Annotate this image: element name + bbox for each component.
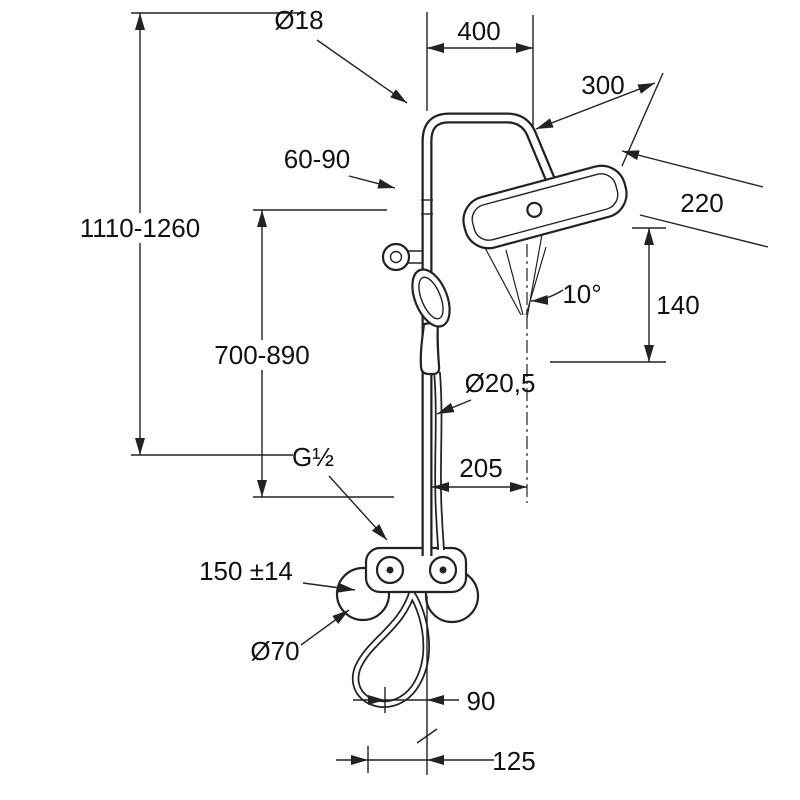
dim-base-offset: 125 <box>336 746 536 776</box>
dim-escutcheon-diameter: Ø70 <box>250 609 350 666</box>
dim-head-drop: 140 <box>550 227 700 363</box>
overhead-shower-head <box>462 164 628 250</box>
knob-dot-left <box>386 566 394 574</box>
mixer-body <box>364 546 468 594</box>
arm-reach-label: 400 <box>457 16 500 46</box>
hand-shower-handle <box>419 320 441 376</box>
wall-bracket <box>381 242 426 272</box>
break-slash <box>416 728 438 744</box>
hand-shower <box>411 268 451 376</box>
inlet-spacing-label: 150 ±14 <box>199 556 293 586</box>
connection-thread-label: G½ <box>292 442 334 472</box>
upper-pipe-diameter-label: Ø18 <box>274 5 323 35</box>
dim-wall-distance: 60-90 <box>284 144 396 189</box>
dim-hose-offset: 90 <box>353 686 495 716</box>
riser-diameter-label: Ø20,5 <box>465 368 536 398</box>
dim-connection-thread: G½ <box>292 442 388 541</box>
spray-fan <box>482 243 547 316</box>
shower-hose-upper <box>433 371 445 551</box>
head-width-label: 220 <box>680 188 723 218</box>
hand-shower-head <box>411 268 451 328</box>
spray-angle-label: 10° <box>562 279 601 309</box>
axis-lines <box>526 196 547 503</box>
dim-riser-diameter: Ø20,5 <box>436 368 536 415</box>
base-offset-label: 125 <box>492 746 535 776</box>
bottom-axis <box>416 596 438 775</box>
hand-shower-height-label: 700-890 <box>214 340 309 370</box>
riser-pipe <box>421 112 557 556</box>
hose-offset-label: 90 <box>467 686 496 716</box>
overall-height-label: 1110-1260 <box>80 213 200 243</box>
dim-hand-shower-height: 700-890 <box>200 209 394 498</box>
wall-distance-label: 60-90 <box>284 144 351 174</box>
dim-upper-pipe-diameter: Ø18 <box>274 5 408 104</box>
dim-head-offset: 205 <box>432 453 527 492</box>
dim-head-width: 220 <box>621 150 769 248</box>
head-offset-label: 205 <box>459 453 502 483</box>
knob-dot-right <box>439 566 447 574</box>
dim-spray-angle: 10° <box>530 279 602 309</box>
escutcheon-diameter-label: Ø70 <box>250 636 299 666</box>
head-drop-label: 140 <box>656 290 699 320</box>
dim-overall-height: 1110-1260 <box>64 12 306 456</box>
shower-hose-loop <box>352 588 430 708</box>
head-length-label: 300 <box>581 70 624 100</box>
dim-head-length: 300 <box>535 70 664 167</box>
head-swivel-joint <box>526 201 543 218</box>
dim-arm-reach: 400 <box>426 12 534 127</box>
dim-inlet-spacing: 150 ±14 <box>199 556 356 593</box>
